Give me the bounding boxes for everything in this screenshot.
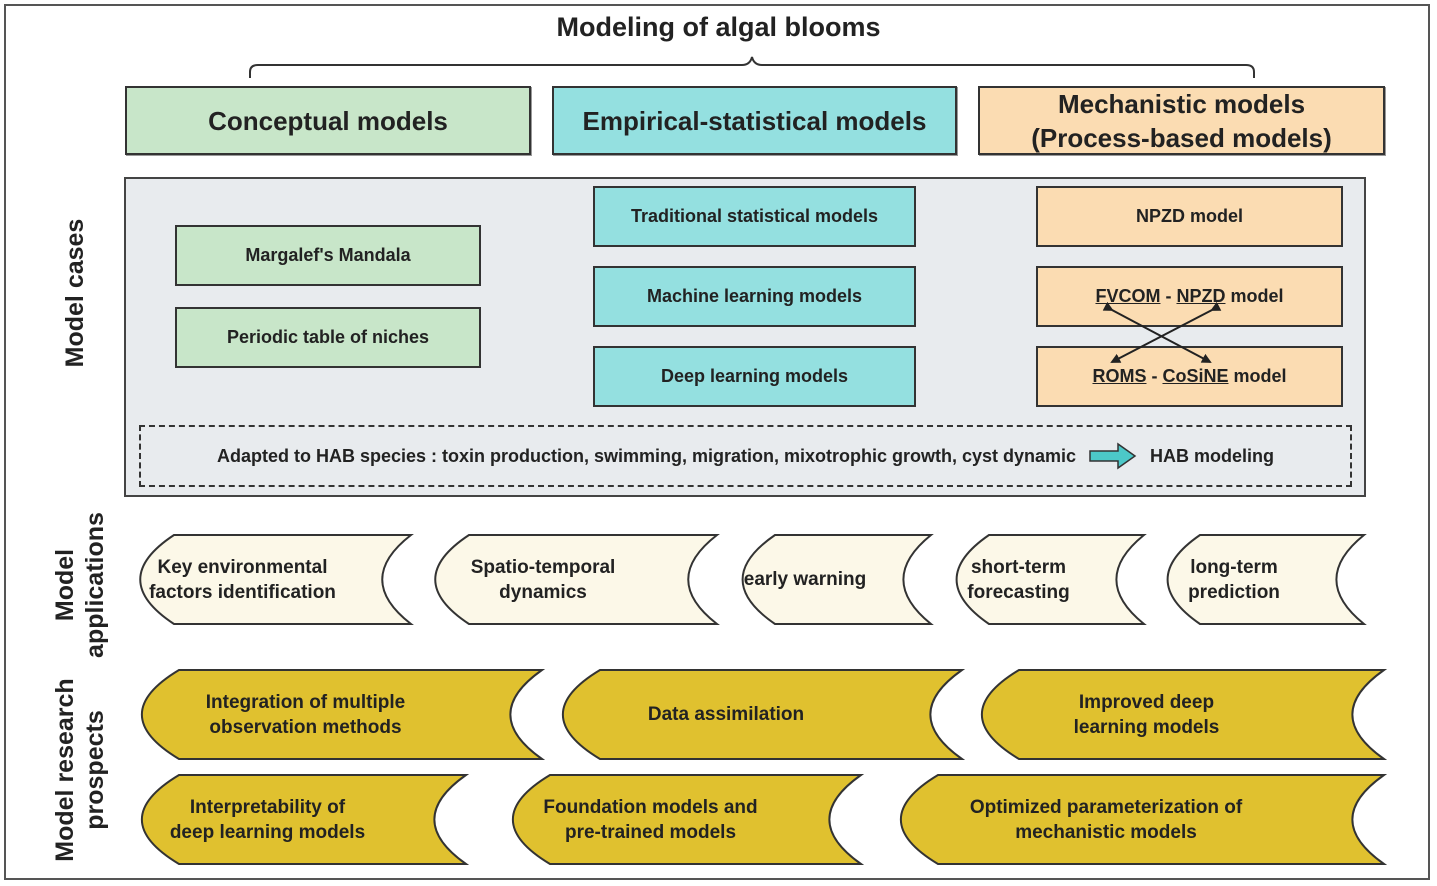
case-label: Periodic table of niches bbox=[226, 327, 430, 347]
category-label: Conceptual models bbox=[208, 105, 448, 136]
prospect-1-label: Integration of multiple observation meth… bbox=[205, 691, 406, 738]
case-label: Margalef's Mandala bbox=[245, 245, 411, 265]
application-3-label: early warning bbox=[743, 569, 867, 590]
application-3-shape bbox=[741, 534, 934, 625]
diagram-title: Modeling of algal blooms bbox=[556, 12, 881, 42]
prospect-1-shape bbox=[141, 669, 546, 760]
prospect-5-label: Foundation models and pre-trained models bbox=[543, 796, 758, 843]
case-label: Traditional statistical models bbox=[630, 206, 879, 226]
model-suffix: model bbox=[1228, 366, 1287, 386]
prospect-3-shape bbox=[981, 669, 1388, 760]
application-2-shape bbox=[434, 534, 720, 625]
prospect-6-label: Optimized parameterization of mechanisti… bbox=[969, 796, 1243, 843]
application-5-label: long-term prediction bbox=[1188, 556, 1280, 603]
prospect-3-label: Improved deep learning models bbox=[1073, 691, 1220, 738]
hab-modeling-label: HAB modeling bbox=[1150, 445, 1275, 466]
prospect-4-label: Interpretability of deep learning models bbox=[169, 796, 366, 843]
application-1-label: Key environmental factors identification bbox=[149, 556, 336, 603]
case-margalefs-mandala: Margalef's Mandala bbox=[175, 225, 481, 286]
right-arrow-icon bbox=[1089, 442, 1137, 470]
model-suffix: model bbox=[1225, 286, 1284, 306]
application-4-label: short-term forecasting bbox=[967, 556, 1070, 603]
case-label: Machine learning models bbox=[646, 286, 863, 306]
case-machine-learning-models: Machine learning models bbox=[593, 266, 916, 327]
prospect-2-label: Data assimilation bbox=[647, 704, 805, 725]
application-5-shape bbox=[1166, 534, 1367, 625]
prospect-5-shape bbox=[512, 774, 865, 865]
case-label: ROMS - CoSiNE model bbox=[1092, 366, 1286, 387]
arrow-npzd-to-roms bbox=[1110, 301, 1222, 363]
prospect-2-shape bbox=[562, 669, 966, 760]
separator: - bbox=[1160, 286, 1177, 306]
category-mechanistic-models: Mechanistic models (Process-based models… bbox=[978, 86, 1385, 155]
category-empirical-statistical-models: Empirical-statistical models bbox=[552, 86, 957, 155]
case-label: NPZD model bbox=[1135, 206, 1243, 226]
case-deep-learning-models: Deep learning models bbox=[593, 346, 916, 407]
case-periodic-table-of-niches: Periodic table of niches bbox=[175, 307, 481, 368]
separator: - bbox=[1146, 366, 1163, 386]
category-label-line2: (Process-based models) bbox=[1031, 122, 1332, 153]
hab-note-text: Adapted to HAB species : toxin productio… bbox=[216, 445, 1077, 466]
npzd-term: NPZD bbox=[1176, 286, 1226, 306]
case-label: Deep learning models bbox=[660, 366, 849, 386]
fvcom-term: FVCOM bbox=[1095, 286, 1161, 306]
hab-adaptation-note: Adapted to HAB species : toxin productio… bbox=[139, 425, 1352, 487]
curly-brace bbox=[249, 56, 1255, 78]
case-npzd-model: NPZD model bbox=[1036, 186, 1343, 247]
application-2-label: Spatio-temporal dynamics bbox=[470, 556, 616, 603]
application-4-shape bbox=[955, 534, 1147, 625]
category-conceptual-models: Conceptual models bbox=[125, 86, 531, 155]
roms-term: ROMS bbox=[1092, 366, 1147, 386]
case-label: FVCOM - NPZD model bbox=[1095, 286, 1283, 307]
category-label: Empirical-statistical models bbox=[582, 105, 927, 136]
prospect-6-shape bbox=[900, 774, 1388, 865]
prospect-4-shape bbox=[141, 774, 470, 865]
cosine-term: CoSiNE bbox=[1162, 366, 1229, 386]
case-traditional-statistical-models: Traditional statistical models bbox=[593, 186, 916, 247]
category-label-line1: Mechanistic models bbox=[1057, 88, 1306, 119]
application-1-shape bbox=[139, 534, 414, 625]
